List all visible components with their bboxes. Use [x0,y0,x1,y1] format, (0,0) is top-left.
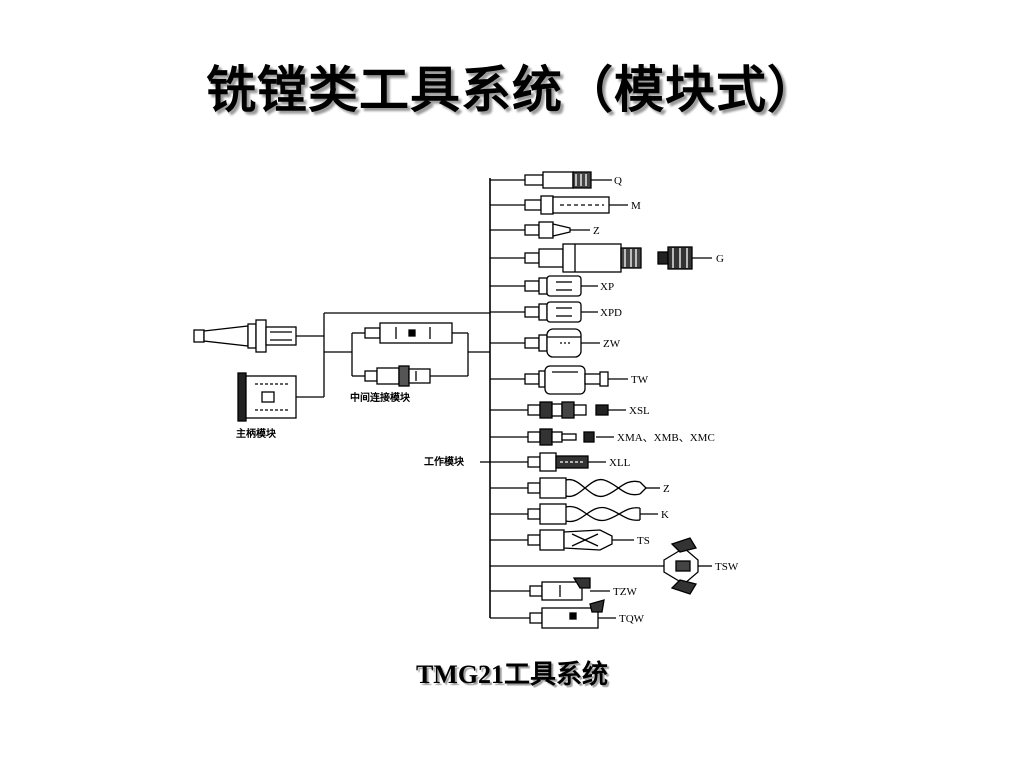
diagram-caption: TMG21工具系统 [415,660,609,689]
tool-ts: TS [490,529,650,551]
tool-label-tzw: TZW [613,586,637,598]
tool-label-z-collet: Z [593,225,600,237]
tool-label-q: Q [614,175,622,187]
intermediate-module-upper [364,322,453,344]
tool-label-zw: ZW [603,338,621,350]
tool-label-g: G [716,253,724,265]
slide-title: 铣镗类工具系统（模块式） [206,61,818,119]
tool-tw: TW [490,365,649,395]
tool-label-ts: TS [637,535,650,547]
tool-label-xma-xmb-xmc: XMA、XMB、XMC [617,432,715,444]
working-module-label: 工作模块 [424,455,465,468]
tool-xll: XLL [490,452,631,472]
tool-z-drill: Z [490,477,670,499]
tool-g: G [490,243,724,273]
tool-zw: ZW [490,328,621,358]
tool-tsw: TSW [490,537,739,595]
tool-label-tsw: TSW [715,561,739,573]
tool-label-tqw: TQW [619,613,645,625]
tool-xsl: XSL [490,401,650,419]
shank-module-label: 主柄模块 [236,427,277,440]
tool-xp: XP [490,275,614,297]
tool-label-xsl: XSL [629,405,650,417]
tool-label-z-drill: Z [663,483,670,495]
intermediate-module-label: 中间连接模块 [350,391,411,404]
tool-label-tw: TW [631,374,649,386]
flange-shank-module [237,372,297,422]
tool-k: K [490,503,669,525]
tool-q: Q [490,171,622,189]
tool-label-xll: XLL [609,457,631,469]
tool-xpd: XPD [490,301,622,323]
taper-shank-module [193,319,297,353]
tool-xma-xmb-xmc: XMA、XMB、XMC [490,428,715,446]
tool-label-m: M [631,200,641,212]
tool-label-k: K [661,509,669,521]
tool-label-xpd: XPD [600,307,622,319]
tool-m: M [490,195,641,215]
connector-lines [296,178,491,618]
tool-label-xp: XP [600,281,614,293]
intermediate-module-lower [364,365,431,387]
tool-z-collet: Z [490,221,600,239]
tool-tqw: TQW [490,599,645,629]
tool-tzw: TZW [490,577,637,601]
